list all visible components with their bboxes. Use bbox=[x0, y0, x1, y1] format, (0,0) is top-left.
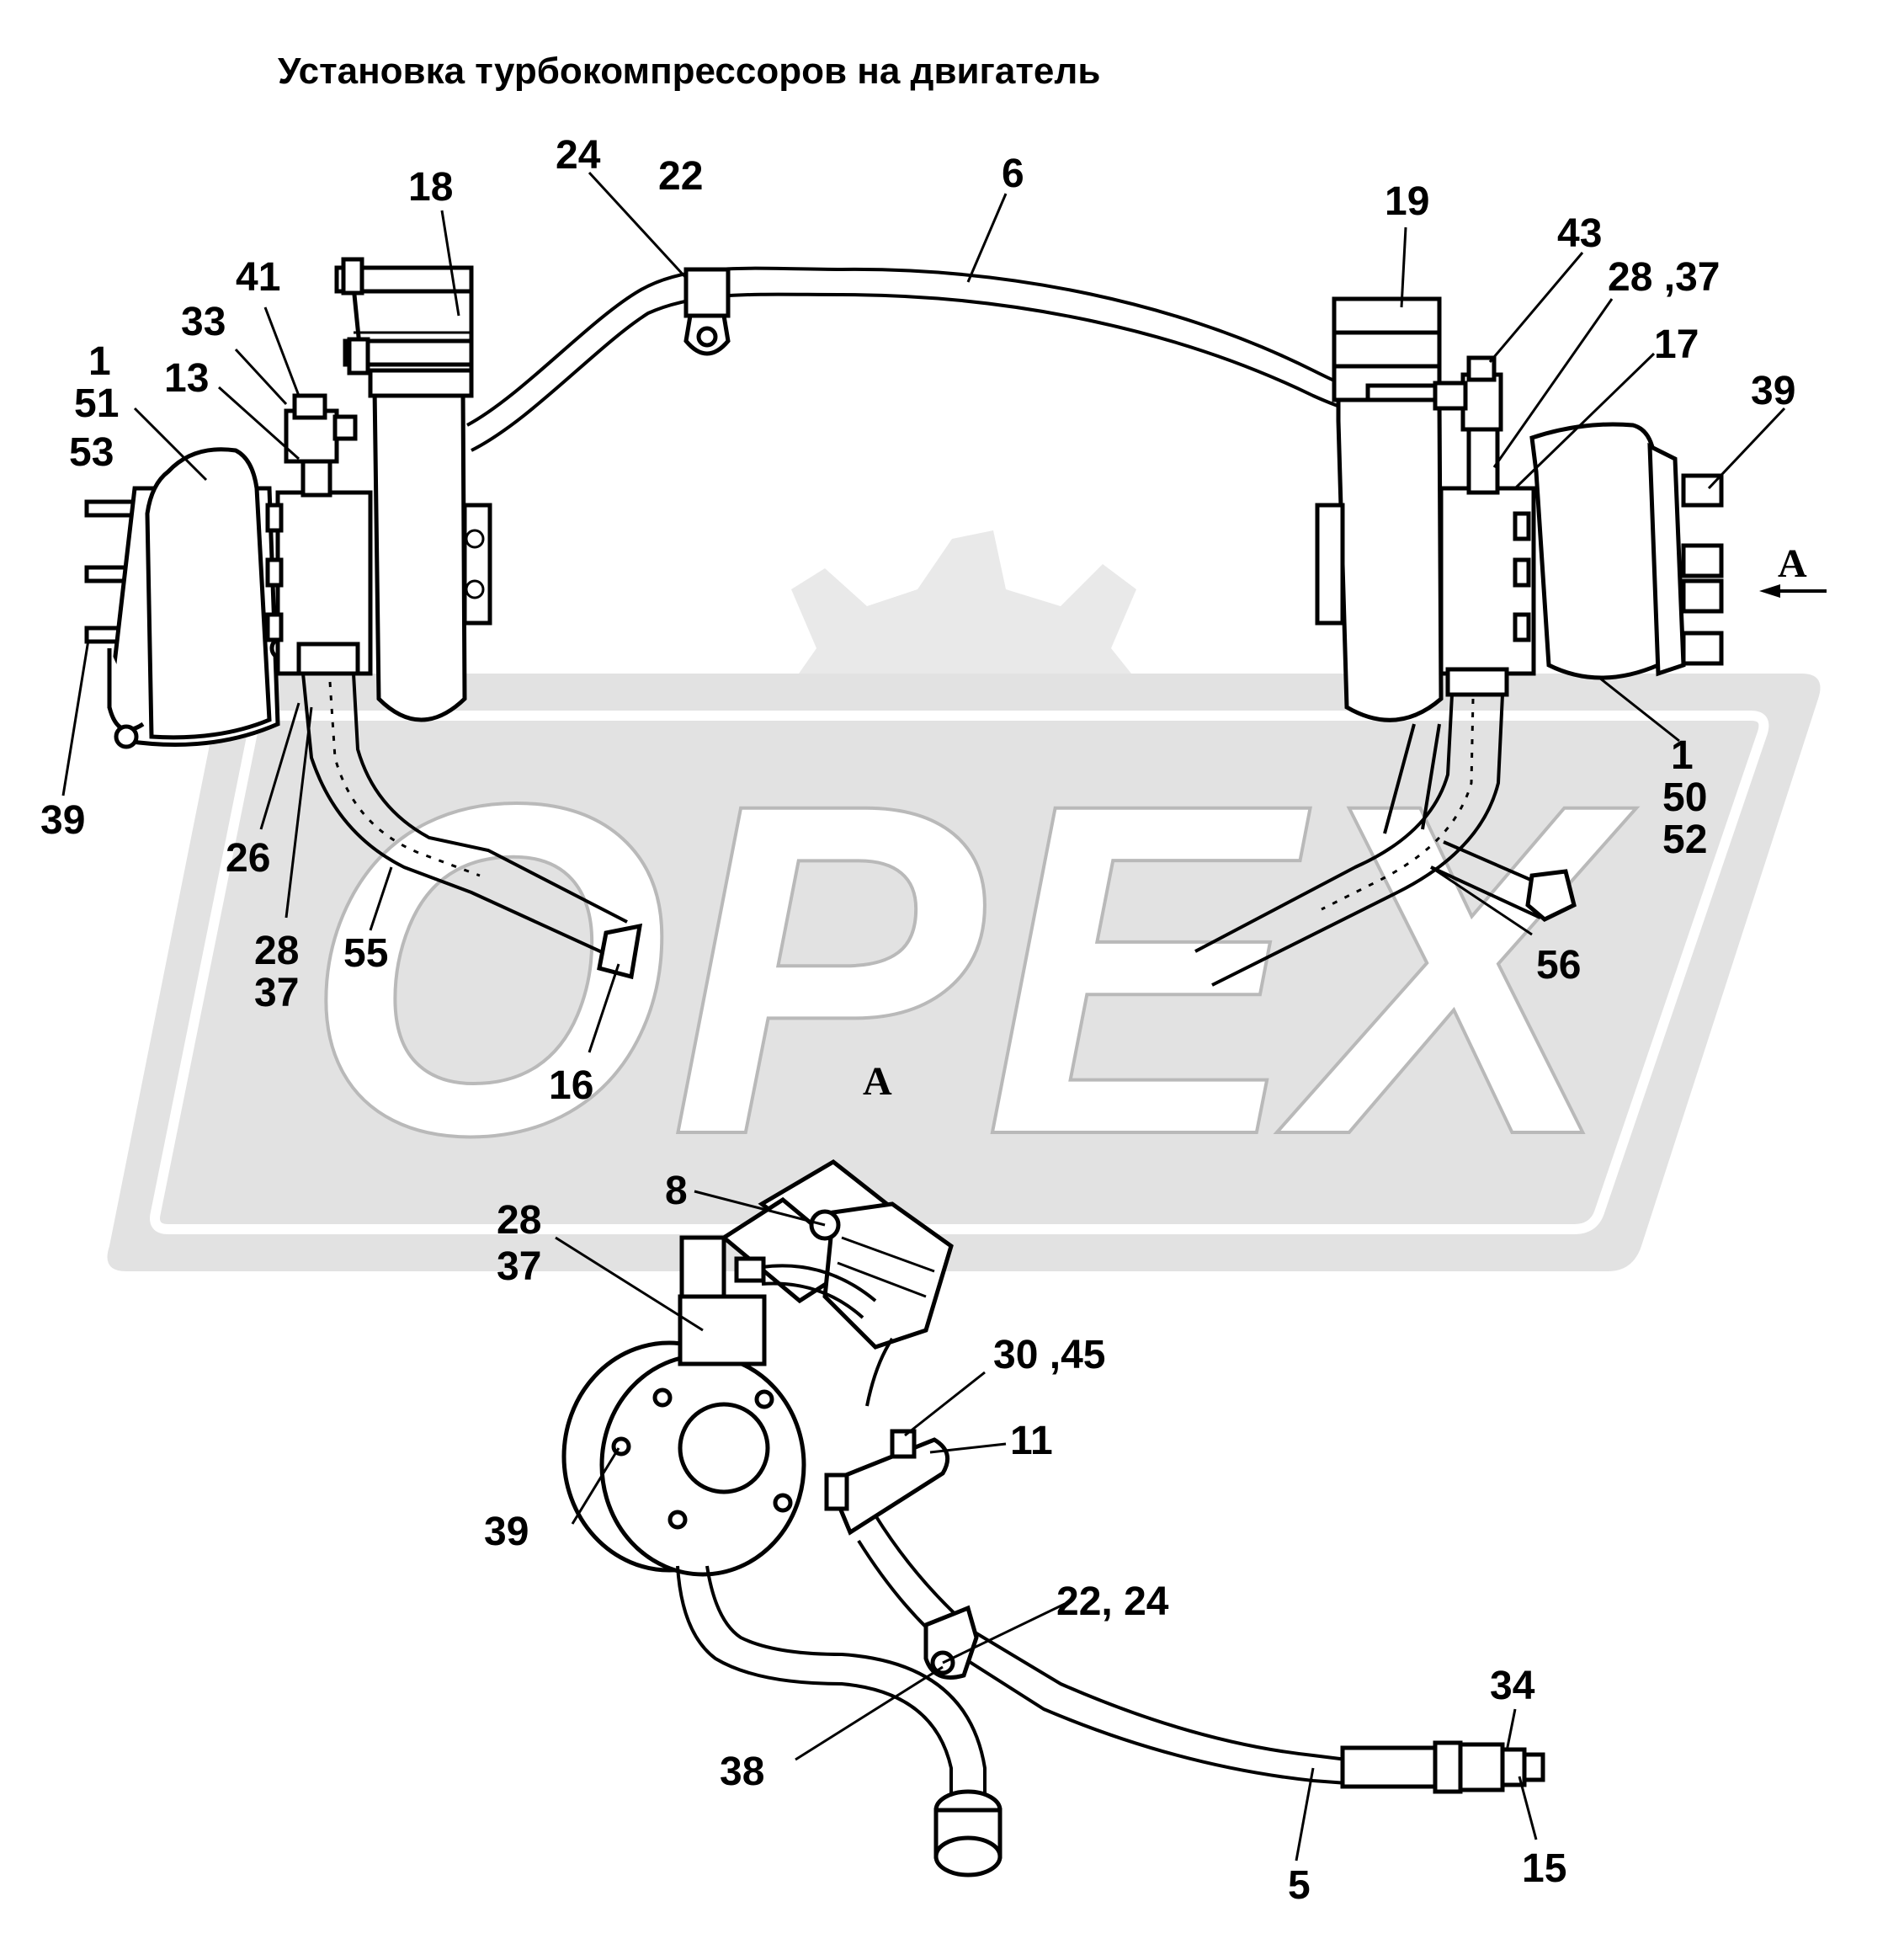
callout-39-bottom: 39 bbox=[484, 1510, 529, 1554]
callout-1-right: 1 bbox=[1671, 733, 1694, 778]
callout-13: 13 bbox=[164, 356, 209, 401]
callout-16: 16 bbox=[549, 1063, 593, 1108]
right-drain-hose bbox=[1194, 694, 1577, 987]
callout-labels: 24 22 6 18 19 43 28 ,37 17 39 41 33 1 13… bbox=[40, 133, 1795, 1908]
view-arrow-label: A bbox=[1778, 541, 1807, 586]
callout-8: 8 bbox=[665, 1169, 688, 1213]
callout-39-right-top: 39 bbox=[1751, 369, 1795, 413]
callout-50: 50 bbox=[1662, 775, 1707, 820]
callout-22-24: 22, 24 bbox=[1056, 1579, 1169, 1624]
left-drain-hose bbox=[301, 673, 643, 980]
page-title: Установка турбокомпрессоров на двигатель bbox=[278, 51, 1101, 92]
view-a-label: A bbox=[863, 1059, 892, 1104]
callout-1-left: 1 bbox=[88, 339, 111, 384]
callout-11: 11 bbox=[1010, 1419, 1053, 1463]
callout-30-45: 30 ,45 bbox=[993, 1333, 1105, 1377]
callout-33: 33 bbox=[181, 300, 226, 344]
oil-pipe-6 bbox=[466, 266, 1381, 452]
callout-6: 6 bbox=[1002, 152, 1024, 196]
callout-34: 34 bbox=[1490, 1664, 1535, 1708]
callout-51: 51 bbox=[74, 381, 119, 426]
callout-37-bottom: 37 bbox=[497, 1244, 541, 1289]
callout-38: 38 bbox=[720, 1750, 764, 1794]
callout-56: 56 bbox=[1536, 943, 1581, 988]
callout-28-37-right: 28 ,37 bbox=[1608, 255, 1720, 300]
callout-43: 43 bbox=[1557, 211, 1602, 256]
callout-52: 52 bbox=[1662, 818, 1707, 862]
callout-15: 15 bbox=[1522, 1846, 1566, 1891]
left-turbocharger bbox=[84, 257, 492, 749]
callout-28-left: 28 bbox=[254, 929, 299, 973]
right-turbocharger bbox=[1315, 296, 1724, 722]
pipe-bracket-22 bbox=[683, 267, 731, 356]
view-arrow-a: A bbox=[1759, 541, 1827, 598]
callout-37-left: 37 bbox=[254, 971, 299, 1015]
watermark-plate bbox=[107, 674, 1821, 1271]
callout-28-bottom: 28 bbox=[497, 1198, 541, 1243]
view-a-assembly bbox=[561, 1158, 1545, 1877]
callout-18: 18 bbox=[408, 165, 453, 210]
callout-55: 55 bbox=[343, 931, 388, 976]
leader-lines bbox=[61, 171, 1786, 1861]
view-arrow-head bbox=[1759, 584, 1780, 598]
callout-53: 53 bbox=[69, 430, 114, 475]
watermark: OPEX bbox=[107, 530, 1821, 1271]
callout-19: 19 bbox=[1385, 179, 1429, 224]
callout-39-left: 39 bbox=[40, 798, 85, 843]
callout-24: 24 bbox=[556, 133, 601, 178]
callout-41: 41 bbox=[236, 255, 280, 300]
callout-5: 5 bbox=[1288, 1863, 1311, 1908]
callout-26: 26 bbox=[226, 836, 270, 881]
watermark-text: OPEX bbox=[303, 706, 1637, 1233]
callout-22: 22 bbox=[658, 154, 703, 199]
callout-17: 17 bbox=[1654, 322, 1699, 367]
